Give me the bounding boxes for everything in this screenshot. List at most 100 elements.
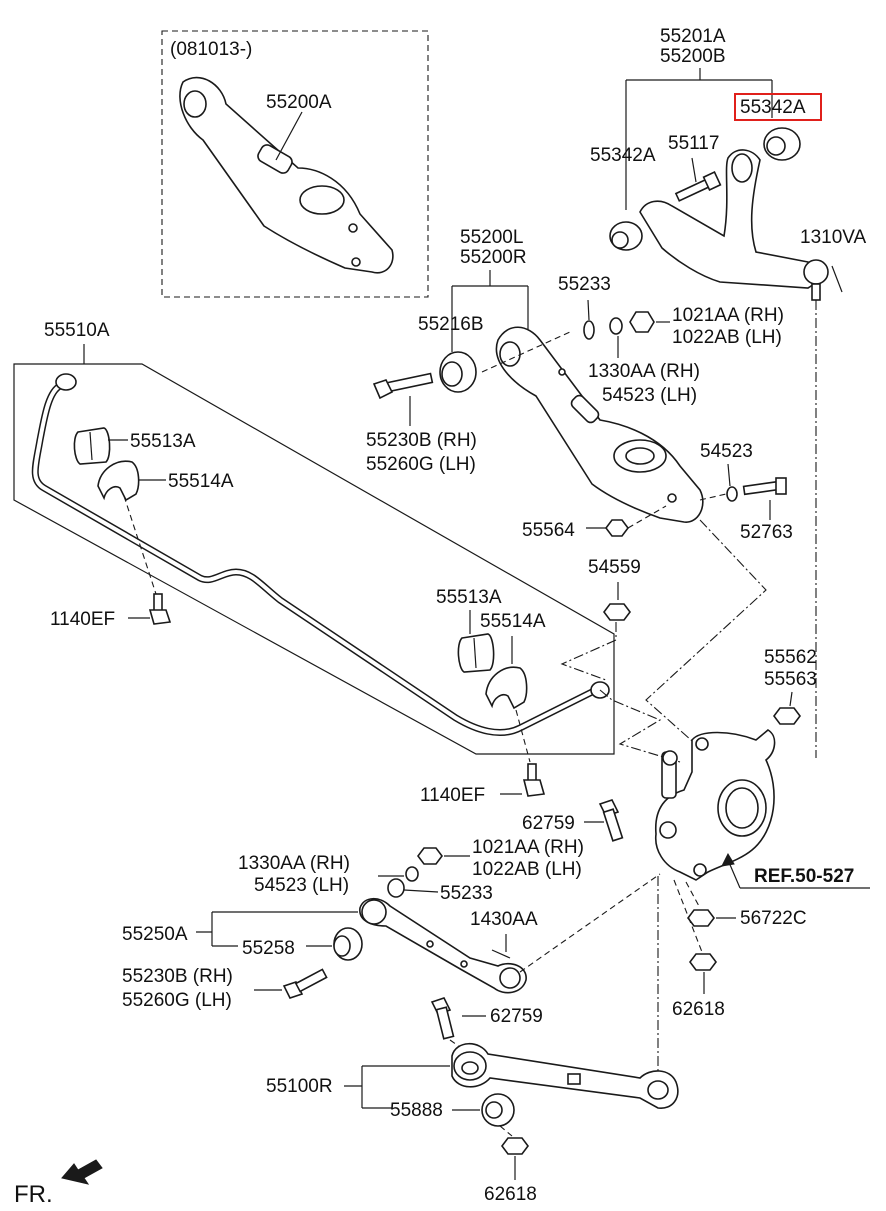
label-55200R: 55200R <box>460 247 527 268</box>
nut-56722C[interactable] <box>687 909 715 927</box>
nut-1021AA-top[interactable] <box>629 311 655 333</box>
bushing-55342A-upper[interactable] <box>763 127 801 161</box>
label-55200A: 55200A <box>266 92 332 113</box>
bolt-62759-top[interactable] <box>598 799 624 842</box>
stabilizer-frame <box>13 363 615 755</box>
washer-55233-bot[interactable] <box>387 878 405 898</box>
dash-56722C <box>685 881 701 909</box>
nut-55562[interactable] <box>773 707 801 725</box>
bushing-55513A-mid[interactable] <box>457 633 495 673</box>
leader-55562 <box>789 691 793 707</box>
label-55233-top: 55233 <box>558 274 611 295</box>
label-62759-top: 62759 <box>522 813 575 834</box>
leader-55100R-bracket <box>344 1065 450 1109</box>
label-55564: 55564 <box>522 520 575 541</box>
bolt-55230B-bot[interactable] <box>282 968 328 999</box>
label-55200B: 55200B <box>660 46 726 67</box>
dash-62618-bot <box>499 1125 513 1137</box>
bolt-52763[interactable] <box>742 477 787 496</box>
nut-55564[interactable] <box>605 519 629 537</box>
pin-1430AA[interactable] <box>491 949 511 959</box>
nut-62618-bot[interactable] <box>501 1137 529 1155</box>
label-1330AA-top: 1330AA (RH) <box>588 361 700 382</box>
label-1330AA-bot: 1330AA (RH) <box>238 853 350 874</box>
dash-55514A-top-bolt <box>123 495 157 595</box>
bushing-55513A-top[interactable] <box>73 427 111 465</box>
dash-55564-axis <box>627 493 727 529</box>
dash-55514A-mid-bolt <box>515 709 531 763</box>
bushing-55342A-lower[interactable] <box>609 221 643 251</box>
ref-arrow-shaft <box>727 859 741 889</box>
label-1022AB-bot: 1022AB (LH) <box>472 859 582 880</box>
label-55260G-top: 55260G (LH) <box>366 454 476 475</box>
label-55888: 55888 <box>390 1100 443 1121</box>
label-55342A-highlighted[interactable]: 55342A <box>740 97 806 118</box>
bushing-55888[interactable] <box>481 1093 515 1127</box>
leader-55233-bot <box>403 889 439 893</box>
dashdot-link-54559 <box>560 622 617 681</box>
label-55230B-top: 55230B (RH) <box>366 430 477 451</box>
dash-trailing-arm-to-knuckle <box>519 873 661 973</box>
label-62759-bot: 62759 <box>490 1006 543 1027</box>
label-54559: 54559 <box>588 557 641 578</box>
bushing-55216B[interactable] <box>439 351 477 393</box>
leader-55233-top <box>587 299 590 321</box>
label-55514A-mid: 55514A <box>480 611 546 632</box>
label-55233-bot: 55233 <box>440 883 493 904</box>
nut-1021AA-bot[interactable] <box>417 847 443 865</box>
label-52763: 52763 <box>740 522 793 543</box>
nut-62618-top[interactable] <box>689 953 717 971</box>
label-55258: 55258 <box>242 938 295 959</box>
label-55200L: 55200L <box>460 227 523 248</box>
leader-55200L-bracket <box>451 270 529 352</box>
washer-54523-mid[interactable] <box>726 486 738 502</box>
nut-54559[interactable] <box>603 603 631 621</box>
label-1140EF-top: 1140EF <box>50 609 115 630</box>
upper-arm-55201A[interactable] <box>639 149 818 289</box>
bracket-55514A-mid[interactable] <box>485 666 528 710</box>
label-62618-bot: 62618 <box>484 1184 537 1205</box>
label-55562: 55562 <box>764 647 817 668</box>
nut-1330AA-top[interactable] <box>609 317 623 335</box>
trailing-arm-55250A[interactable] <box>359 897 527 994</box>
lower-arm-55200L[interactable] <box>495 326 704 523</box>
bracket-55514A-top[interactable] <box>97 460 140 502</box>
label-55513A-top: 55513A <box>130 431 196 452</box>
leader-55201A-bracket <box>625 68 773 210</box>
label-54523-top: 54523 (LH) <box>602 385 697 406</box>
label-55342A: 55342A <box>590 145 656 166</box>
highlight-box-55342A <box>734 93 822 121</box>
label-081013: (081013-) <box>170 39 252 60</box>
washer-55233-top[interactable] <box>583 320 595 340</box>
leader-55250A-bracket <box>196 911 358 947</box>
label-1140EF-mid: 1140EF <box>420 785 485 806</box>
label-55513A-mid: 55513A <box>436 587 502 608</box>
dashdot-link-lowerarm <box>645 519 767 749</box>
label-55514A-top: 55514A <box>168 471 234 492</box>
label-55230B-bot: 55230B (RH) <box>122 966 233 987</box>
bolt-55230B-top[interactable] <box>372 372 434 400</box>
label-56722C: 56722C <box>740 908 807 929</box>
label-55117: 55117 <box>668 133 719 154</box>
ball-joint-1310VA[interactable] <box>803 259 843 301</box>
label-ref-50-527: REF.50-527 <box>754 866 854 887</box>
bolt-1140EF-top[interactable] <box>148 593 172 625</box>
label-62618-top: 62618 <box>672 999 725 1020</box>
inset-lower-arm-55200A[interactable] <box>179 76 394 274</box>
lateral-arm-55100R[interactable] <box>451 1042 679 1109</box>
label-55260G-bot: 55260G (LH) <box>122 990 232 1011</box>
bolt-1140EF-mid[interactable] <box>522 763 546 797</box>
bushing-55258[interactable] <box>333 927 363 961</box>
nut-1330AA-bot[interactable] <box>405 866 419 882</box>
label-55563: 55563 <box>764 669 817 690</box>
front-direction-arrow-icon <box>61 1159 103 1185</box>
inset-frame <box>161 30 429 298</box>
knuckle[interactable] <box>655 729 776 881</box>
dash-pivot-axis-top <box>481 331 571 373</box>
label-1021AA-top: 1021AA (RH) <box>672 305 784 326</box>
dashdot-link-stabilizer <box>599 689 681 763</box>
bolt-55117[interactable] <box>674 157 722 202</box>
bolt-62759-bot[interactable] <box>430 997 455 1040</box>
label-1310VA: 1310VA <box>800 227 867 248</box>
